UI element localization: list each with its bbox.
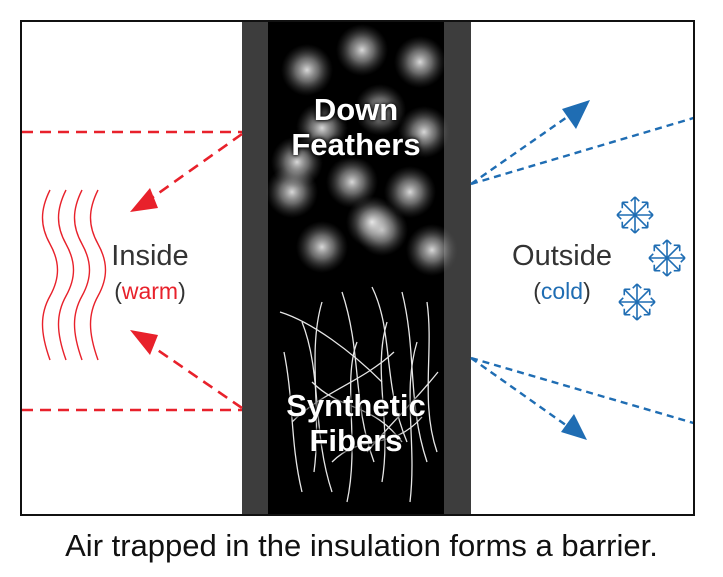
cold-arrow-top-long <box>470 116 693 186</box>
cold-arrowhead-top <box>562 100 590 129</box>
caption: Air trapped in the insulation forms a ba… <box>65 528 658 563</box>
feather-puff <box>398 106 450 158</box>
down-feathers-label: Down Feathers <box>268 92 444 162</box>
synthetic-fibers-line2: Fibers <box>309 423 403 458</box>
fiber-strand <box>301 321 333 493</box>
cold-arrow-bottom-down <box>470 357 571 429</box>
inside-paren-open: ( <box>114 278 122 304</box>
inner-wall <box>242 22 268 514</box>
fiber-strand <box>401 291 428 463</box>
warm-arrowhead-top <box>130 188 158 212</box>
synthetic-fiber-strands <box>279 286 439 503</box>
cold-air-arrows <box>470 114 693 429</box>
fiber-strand <box>371 286 408 443</box>
fiber-strand <box>409 341 418 503</box>
feather-puff <box>296 221 348 273</box>
feather-puff <box>271 136 323 188</box>
fiber-strand <box>311 381 403 443</box>
insulation-diagram <box>22 22 693 514</box>
feather-puff <box>394 36 446 88</box>
snowflake-icon <box>616 196 686 321</box>
warm-arrow-bottom-diagonal <box>145 340 243 410</box>
fiber-strand <box>291 351 395 423</box>
outside-paren-open: ( <box>533 278 541 304</box>
fiber-strand <box>341 291 375 463</box>
feather-puff <box>346 196 398 248</box>
cold-label: cold <box>540 278 584 304</box>
diagram-frame: Inside (warm) Outside (cold) Down Feathe… <box>20 20 695 516</box>
cold-arrow-bottom-long <box>470 356 693 425</box>
fiber-strand <box>366 371 439 453</box>
cold-arrowhead-bottom <box>561 414 587 440</box>
warm-arrowhead-bottom <box>130 330 158 355</box>
warm-label: warm <box>121 278 179 304</box>
feather-puff <box>384 166 436 218</box>
warmth-waves-icon <box>41 189 107 361</box>
down-feathers-line2: Feathers <box>291 127 421 162</box>
fiber-strand <box>346 341 358 503</box>
feather-puff <box>354 84 406 136</box>
warm-arrow-top-diagonal <box>145 132 243 204</box>
fiber-strand <box>279 311 383 383</box>
fiber-strand <box>313 301 323 473</box>
feather-puff <box>326 156 378 208</box>
snowflake-icon <box>648 239 686 277</box>
snowflake-icon <box>616 196 654 234</box>
fiber-strand <box>380 321 388 483</box>
outside-qualifier: (cold) <box>492 280 632 303</box>
feather-puff <box>336 24 388 76</box>
outside-paren-close: ) <box>583 278 591 304</box>
fiber-strand <box>426 301 438 453</box>
feather-puff <box>406 224 458 276</box>
synthetic-fibers-line1: Synthetic <box>286 388 426 423</box>
inside-qualifier: (warm) <box>90 280 210 303</box>
snowflake-icon <box>618 283 656 321</box>
warm-air-arrows <box>22 130 243 412</box>
inside-label: Inside <box>111 240 189 272</box>
down-feathers-line1: Down <box>313 92 399 127</box>
inside-paren-close: ) <box>178 278 186 304</box>
synthetic-fibers-label: Synthetic Fibers <box>268 388 444 458</box>
feather-puff <box>281 44 333 96</box>
fiber-strand <box>331 416 423 463</box>
outside-label: Outside <box>512 240 612 272</box>
cold-arrow-top-up <box>470 114 571 185</box>
down-feather-clusters <box>266 24 458 276</box>
